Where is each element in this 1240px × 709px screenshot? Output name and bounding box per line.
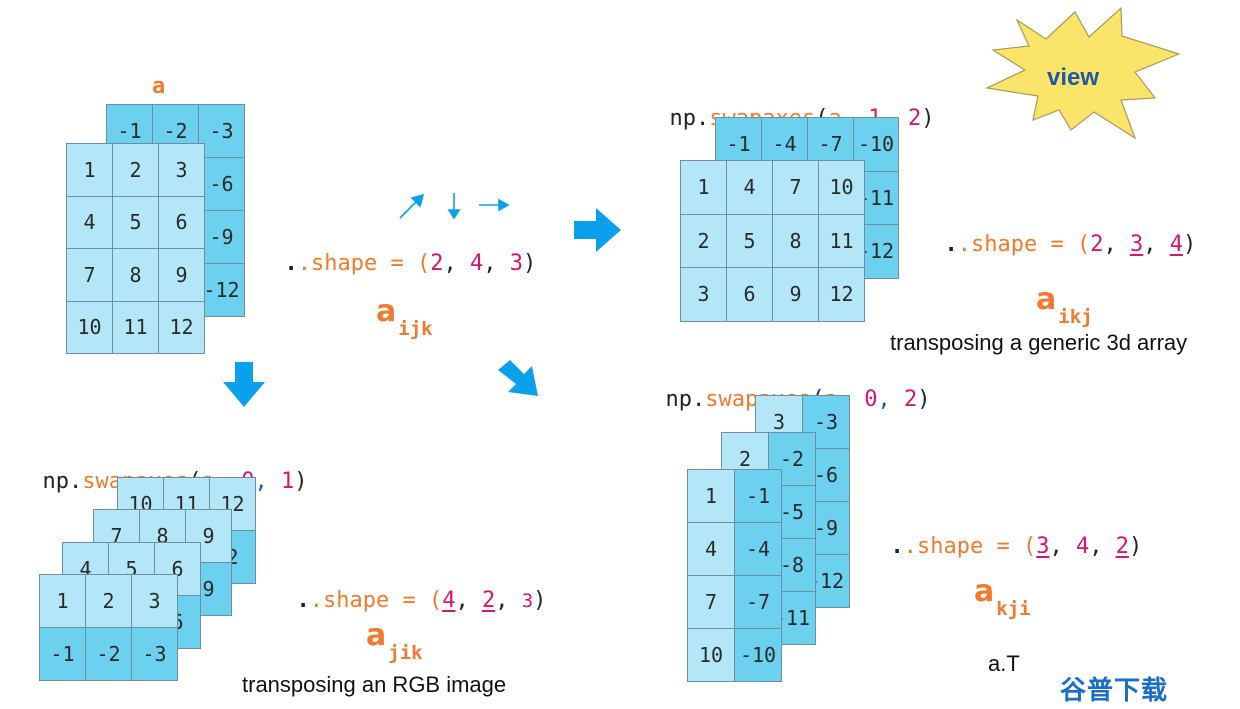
shape-readout: ..shape = (3, 4, 2) bbox=[890, 534, 1143, 559]
array-cell: 7 bbox=[67, 249, 113, 302]
arrow-diag-icon bbox=[399, 193, 425, 219]
array-cell: 4 bbox=[727, 161, 773, 215]
array-cell: 1 bbox=[688, 470, 735, 523]
axis-arrows bbox=[399, 193, 510, 220]
array-cell: 10 bbox=[67, 301, 113, 354]
array-cell: 1 bbox=[67, 144, 113, 197]
array-cell: 11 bbox=[113, 301, 159, 354]
array-cell: 5 bbox=[113, 196, 159, 249]
array-cell: 1 bbox=[681, 161, 727, 215]
array-cell: 5 bbox=[727, 214, 773, 268]
array-cell: 4 bbox=[67, 196, 113, 249]
array-cell: 12 bbox=[819, 268, 865, 322]
array-cell: -1 bbox=[40, 628, 86, 681]
code-swapaxes-0-2: np.swapaxes(a, 0, 2) bbox=[665, 387, 931, 412]
array-cell: -9 bbox=[199, 211, 245, 264]
caption-rgb-image: transposing an RGB image bbox=[242, 672, 507, 697]
array-cell: -10 bbox=[735, 629, 782, 682]
array-cell: -3 bbox=[803, 396, 850, 449]
array-cell: 2 bbox=[681, 214, 727, 268]
arrow-down-big-icon bbox=[223, 362, 265, 407]
array-cell: 10 bbox=[819, 161, 865, 215]
array-cell: -3 bbox=[199, 105, 245, 158]
array-cell: 2 bbox=[86, 575, 132, 628]
shape-readout: ..shape = (2, 4, 3) bbox=[284, 251, 537, 276]
array-cell: -4 bbox=[735, 523, 782, 576]
array-cell: 3 bbox=[681, 268, 727, 322]
array-cell: 9 bbox=[773, 268, 819, 322]
array-cell: 4 bbox=[688, 523, 735, 576]
array-cell: -3 bbox=[132, 628, 178, 681]
arrow-right-icon bbox=[479, 198, 510, 212]
array-label: a bbox=[152, 74, 166, 99]
caption-generic-3d: transposing a generic 3d array bbox=[890, 330, 1188, 355]
view-starburst bbox=[984, 6, 1181, 140]
array-cell: 9 bbox=[159, 249, 205, 302]
array-cell: -12 bbox=[199, 264, 245, 317]
array-cell: -1 bbox=[735, 470, 782, 523]
view-badge-label: view bbox=[1047, 64, 1100, 91]
array-cell: -7 bbox=[735, 576, 782, 629]
array-cell: 7 bbox=[773, 161, 819, 215]
array-cell: 3 bbox=[132, 575, 178, 628]
shape-readout: ..shape = (2, 3, 4) bbox=[944, 232, 1197, 257]
arrow-right-big-icon bbox=[574, 208, 621, 252]
arrow-down-icon bbox=[447, 193, 461, 220]
array-cell: 6 bbox=[727, 268, 773, 322]
array-cell: 10 bbox=[688, 629, 735, 682]
array-cell: 2 bbox=[113, 144, 159, 197]
array-cell: 7 bbox=[688, 576, 735, 629]
caption-transpose: a.T bbox=[988, 651, 1020, 676]
array-cell: -6 bbox=[199, 158, 245, 211]
array-cell: 1 bbox=[40, 575, 86, 628]
array-cell: 8 bbox=[113, 249, 159, 302]
shape-readout: ..shape = (4, 2, 3) bbox=[296, 588, 547, 613]
array-cell: -2 bbox=[86, 628, 132, 681]
arrow-diagonal-big-icon bbox=[498, 360, 538, 396]
array-cell: 8 bbox=[773, 214, 819, 268]
array-cell: 12 bbox=[159, 301, 205, 354]
array-cell: 11 bbox=[819, 214, 865, 268]
array-cell: 6 bbox=[159, 196, 205, 249]
array-cell: 3 bbox=[159, 144, 205, 197]
watermark-logo: 谷普下载 bbox=[1060, 676, 1169, 706]
